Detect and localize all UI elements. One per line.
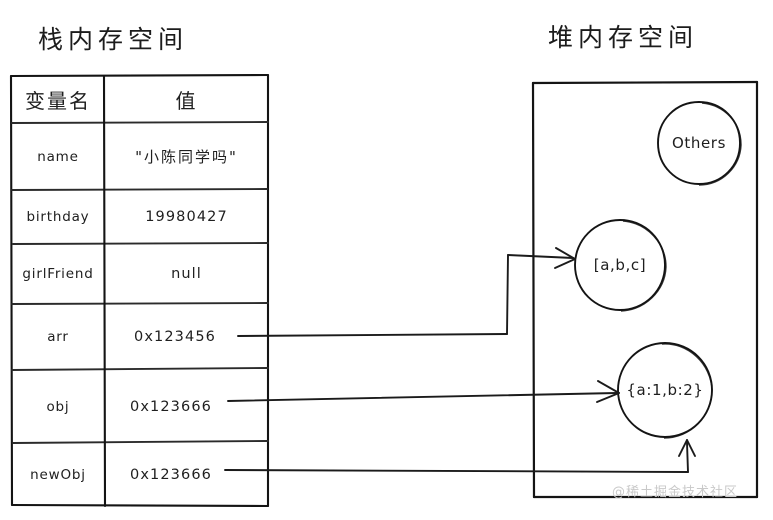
stack-memory-title: 栈内存空间 bbox=[38, 25, 189, 54]
table-row-girlfriend-value: null bbox=[171, 266, 202, 282]
table-row-arr-value: 0x123456 bbox=[134, 329, 216, 345]
table-row-obj-variable: obj bbox=[46, 398, 70, 415]
table-row-newobj-variable: newObj bbox=[30, 466, 86, 483]
table-row-arr-variable: arr bbox=[47, 329, 69, 345]
stack-table-column-divider bbox=[102, 74, 107, 508]
table-row-girlfriend-variable: girlFriend bbox=[22, 266, 94, 282]
stack-table-outline bbox=[9, 73, 270, 508]
arrow-obj-to-object bbox=[227, 380, 620, 403]
table-row-obj-value: 0x123666 bbox=[130, 398, 212, 415]
heap-node-others-circle bbox=[657, 101, 742, 186]
stack-table-row-dividers bbox=[11, 121, 269, 444]
heap-node-array-circle bbox=[574, 219, 667, 312]
table-row-birthday-value: 19980427 bbox=[145, 209, 228, 225]
watermark: @稀土掘金技术社区 bbox=[612, 485, 739, 500]
heap-node-object-label: {a:1,b:2} bbox=[626, 381, 704, 399]
arrow-newobj-to-object bbox=[224, 439, 696, 473]
table-row-name-value: "小陈同学吗" bbox=[135, 148, 238, 166]
table-row-name-variable: name bbox=[37, 148, 79, 165]
stack-table-header-value: 值 bbox=[175, 89, 198, 113]
arrow-arr-to-array bbox=[237, 247, 576, 337]
heap-node-object-circle bbox=[617, 342, 713, 439]
heap-node-array-label: [a,b,c] bbox=[593, 256, 647, 274]
heap-node-others-label: Others bbox=[671, 134, 726, 152]
heap-box-outline bbox=[531, 80, 759, 499]
stack-table-header-variable-name: 变量名 bbox=[25, 89, 91, 113]
heap-memory-title: 堆内存空间 bbox=[548, 23, 699, 52]
table-row-birthday-variable: birthday bbox=[26, 209, 90, 225]
table-row-newobj-value: 0x123666 bbox=[130, 466, 212, 483]
